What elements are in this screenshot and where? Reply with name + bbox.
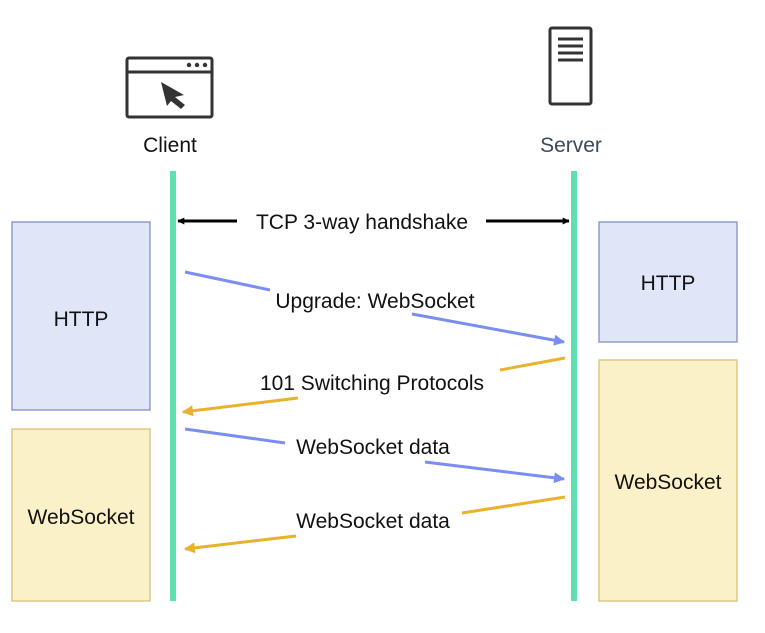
tcp-handshake-label: TCP 3-way handshake	[256, 211, 468, 234]
websocket-data-to-server-label: WebSocket data	[296, 436, 450, 459]
client-http-phase: HTTP	[11, 221, 151, 411]
websocket-data-to-client-label: WebSocket data	[296, 510, 450, 533]
server-icon	[548, 26, 593, 106]
client-websocket-phase: WebSocket	[11, 428, 151, 602]
client-label: Client	[143, 134, 197, 157]
tcp-handshake-arrow: TCP 3-way handshake	[177, 211, 570, 234]
cursor-icon	[161, 82, 185, 109]
client-lifeline	[170, 171, 176, 601]
websocket-data-to-client-arrow: WebSocket data	[183, 495, 566, 554]
upgrade-request-label: Upgrade: WebSocket	[275, 290, 474, 313]
browser-window-icon	[125, 56, 214, 119]
switching-protocols-label: 101 Switching Protocols	[260, 372, 484, 395]
websocket-data-to-server-arrow: WebSocket data	[184, 427, 566, 484]
client-websocket-label: WebSocket	[28, 506, 135, 529]
server-websocket-label: WebSocket	[615, 471, 722, 494]
upgrade-request-arrow: Upgrade: WebSocket	[184, 270, 566, 346]
server-label: Server	[540, 134, 602, 157]
switching-protocols-arrow: 101 Switching Protocols	[181, 356, 566, 417]
server-http-phase: HTTP	[598, 221, 738, 343]
server-websocket-phase: WebSocket	[598, 359, 738, 602]
server-http-label: HTTP	[641, 272, 696, 295]
client-http-label: HTTP	[54, 308, 109, 331]
server-lifeline	[571, 171, 577, 601]
